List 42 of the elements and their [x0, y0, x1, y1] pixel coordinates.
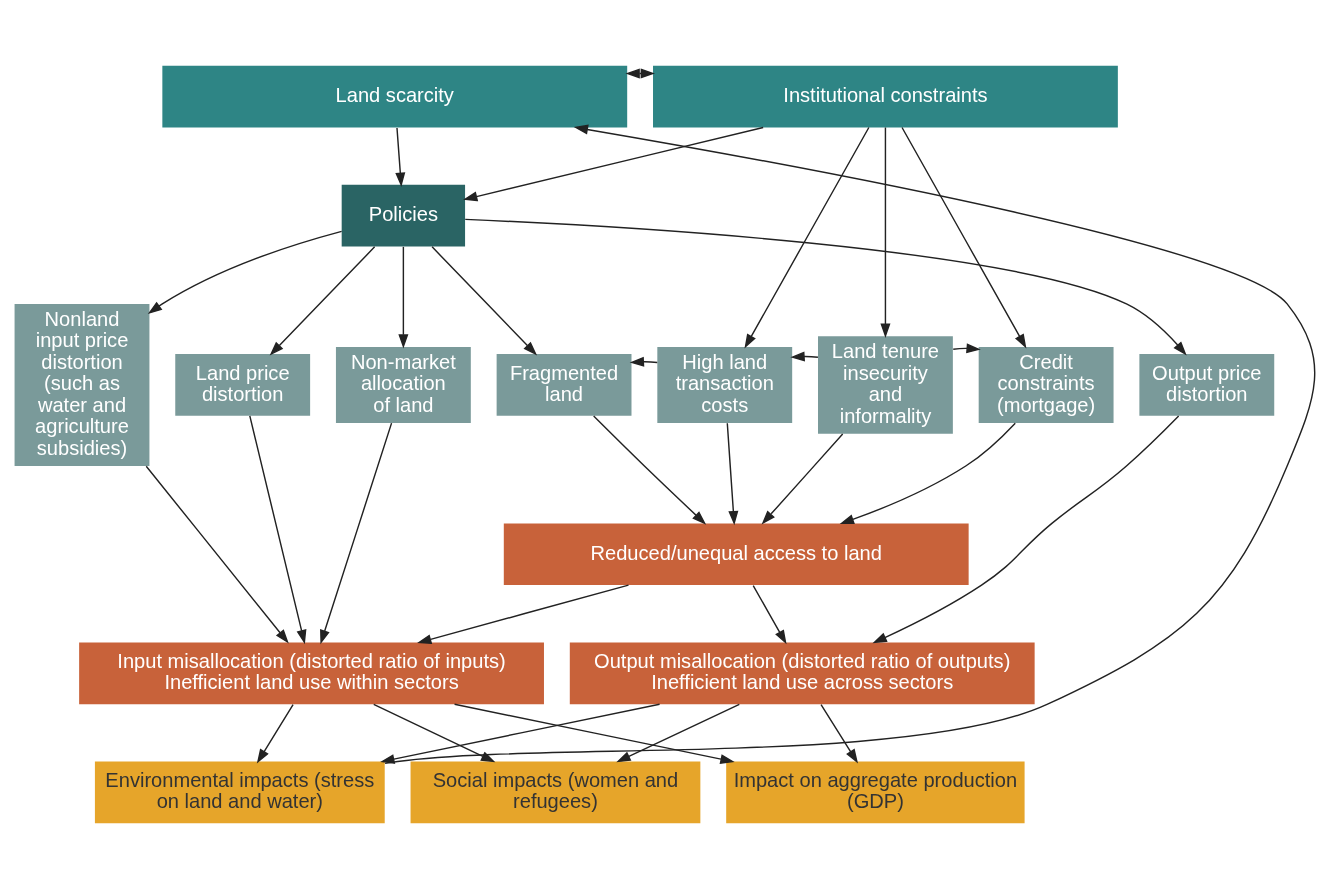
arrow: [256, 704, 294, 764]
arrow: [629, 356, 658, 367]
arrow: [790, 351, 819, 362]
node-box: Land tenure insecurity and informality: [818, 336, 953, 434]
node-box: Input misallocation (distorted ratio of inputs) Inefficient land use within sectors: [79, 642, 544, 705]
arrow: [880, 126, 891, 338]
node-box: Non-market allocation of land: [335, 346, 471, 423]
arrow: [395, 127, 406, 187]
node-box: Policies: [341, 184, 466, 247]
node-box: Social impacts (women and refugees): [410, 761, 701, 824]
arrow: [320, 422, 393, 645]
arrow: [145, 465, 289, 644]
node-box: Reduced/unequal access to land: [503, 523, 969, 586]
arrow: [464, 218, 1187, 356]
arrow: [839, 422, 1016, 524]
arrow: [417, 584, 630, 645]
node-box: Land price distortion: [175, 354, 311, 416]
arrow: [761, 433, 844, 525]
arrow: [872, 415, 1180, 644]
node-box: High land transaction costs: [657, 346, 793, 423]
node-box: Land scarcity: [162, 65, 628, 128]
arrow: [592, 415, 707, 525]
node-box: Credit constraints (mortgage): [978, 346, 1114, 423]
node-box: Institutional constraints: [653, 65, 1118, 128]
node-box: Nonland input price distortion (such as water and agriculture subsidies): [14, 303, 150, 466]
arrow: [398, 246, 409, 349]
arrow: [269, 246, 376, 356]
arrow: [147, 230, 343, 315]
arrow: [726, 422, 739, 526]
arrow: [820, 704, 859, 764]
arrow: [431, 246, 538, 356]
node-box: Output price distortion: [1139, 354, 1275, 416]
arrow: [625, 68, 655, 79]
node-box: Impact on aggregate production (GDP): [726, 761, 1025, 824]
arrow: [616, 703, 741, 763]
arrow: [463, 126, 764, 202]
arrow: [744, 126, 870, 349]
node-box: Environmental impacts (stress on land and water): [94, 761, 385, 824]
node-box: Output misallocation (distorted ratio of outputs) Inefficient land use across sectors: [569, 642, 1035, 705]
arrow: [249, 415, 307, 645]
node-box: Fragmented land: [496, 354, 632, 416]
arrow: [752, 584, 787, 645]
